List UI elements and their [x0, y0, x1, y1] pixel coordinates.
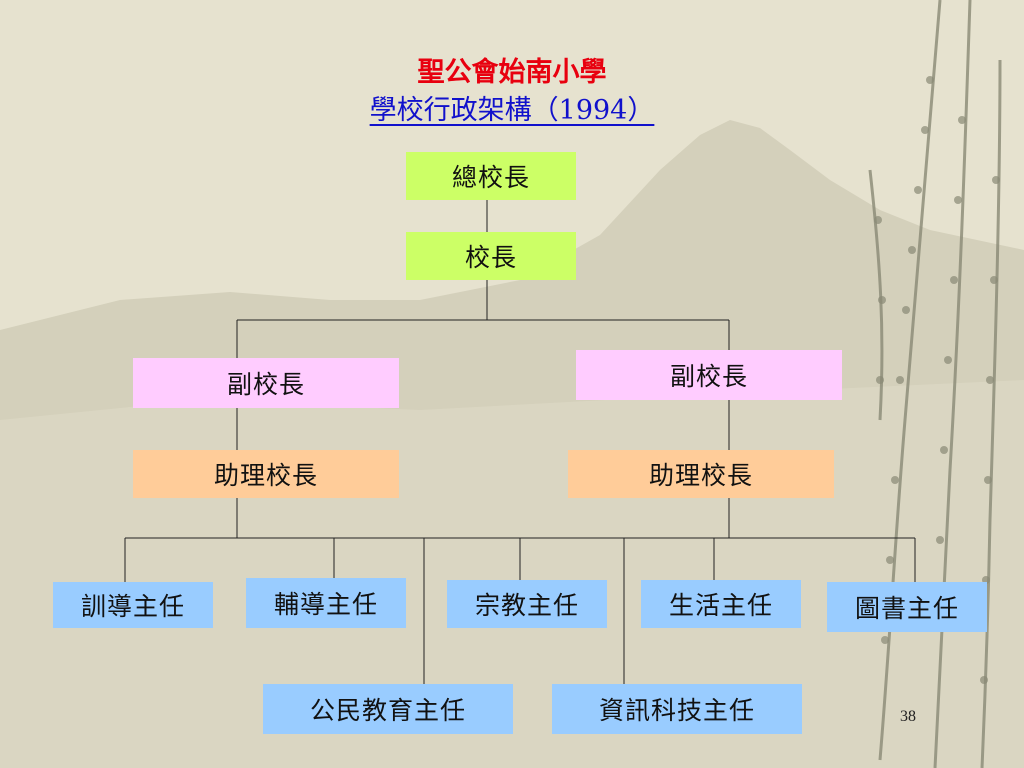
school-name: 聖公會始南小學: [417, 57, 607, 88]
discipline-head-box: 訓導主任: [53, 582, 213, 628]
assistant-principal-left-box: 助理校長: [133, 450, 399, 498]
assistant-principal-right-box: 助理校長: [568, 450, 834, 498]
page-number: 38: [900, 708, 916, 725]
guidance-head-box: 輔導主任: [246, 578, 406, 628]
religion-head-box: 宗教主任: [447, 580, 607, 628]
vice-principal-right-box: 副校長: [576, 350, 842, 400]
supervisor-box: 總校長: [406, 152, 576, 200]
it-head-box: 資訊科技主任: [552, 684, 802, 734]
library-head-box: 圖書主任: [827, 582, 987, 632]
principal-box: 校長: [406, 232, 576, 280]
life-head-box: 生活主任: [641, 580, 801, 628]
vice-principal-left-box: 副校長: [133, 358, 399, 408]
chart-title: 學校行政架構（1994）: [369, 95, 655, 126]
civic-education-head-box: 公民教育主任: [263, 684, 513, 734]
